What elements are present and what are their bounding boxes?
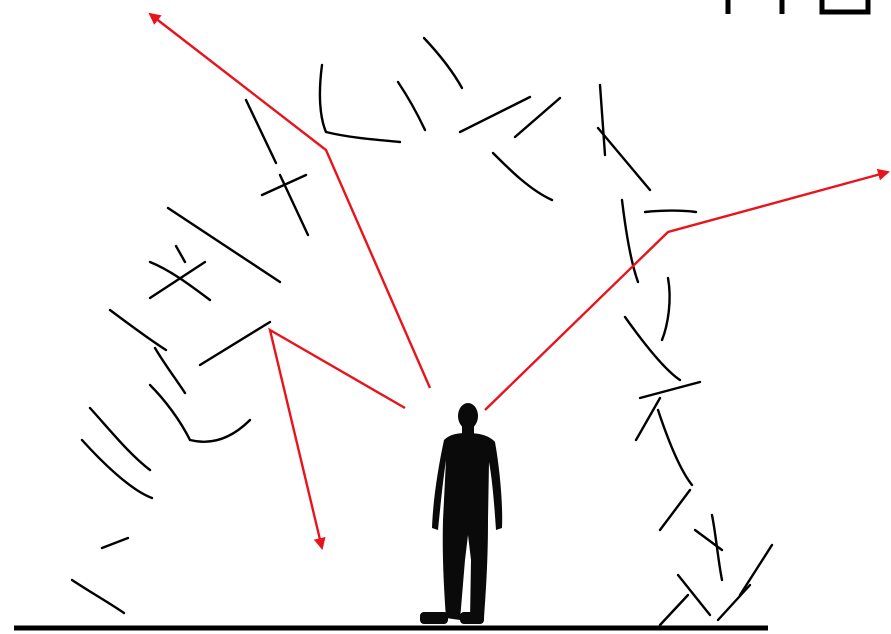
- ray-upper-right: [485, 172, 888, 410]
- tree-strokes: [72, 38, 772, 625]
- ray-upper-left: [150, 14, 430, 388]
- light-rays: [150, 14, 888, 548]
- person-silhouette: [420, 403, 502, 624]
- corner-glyphs: [728, 0, 868, 14]
- ray-lower-left: [270, 330, 405, 548]
